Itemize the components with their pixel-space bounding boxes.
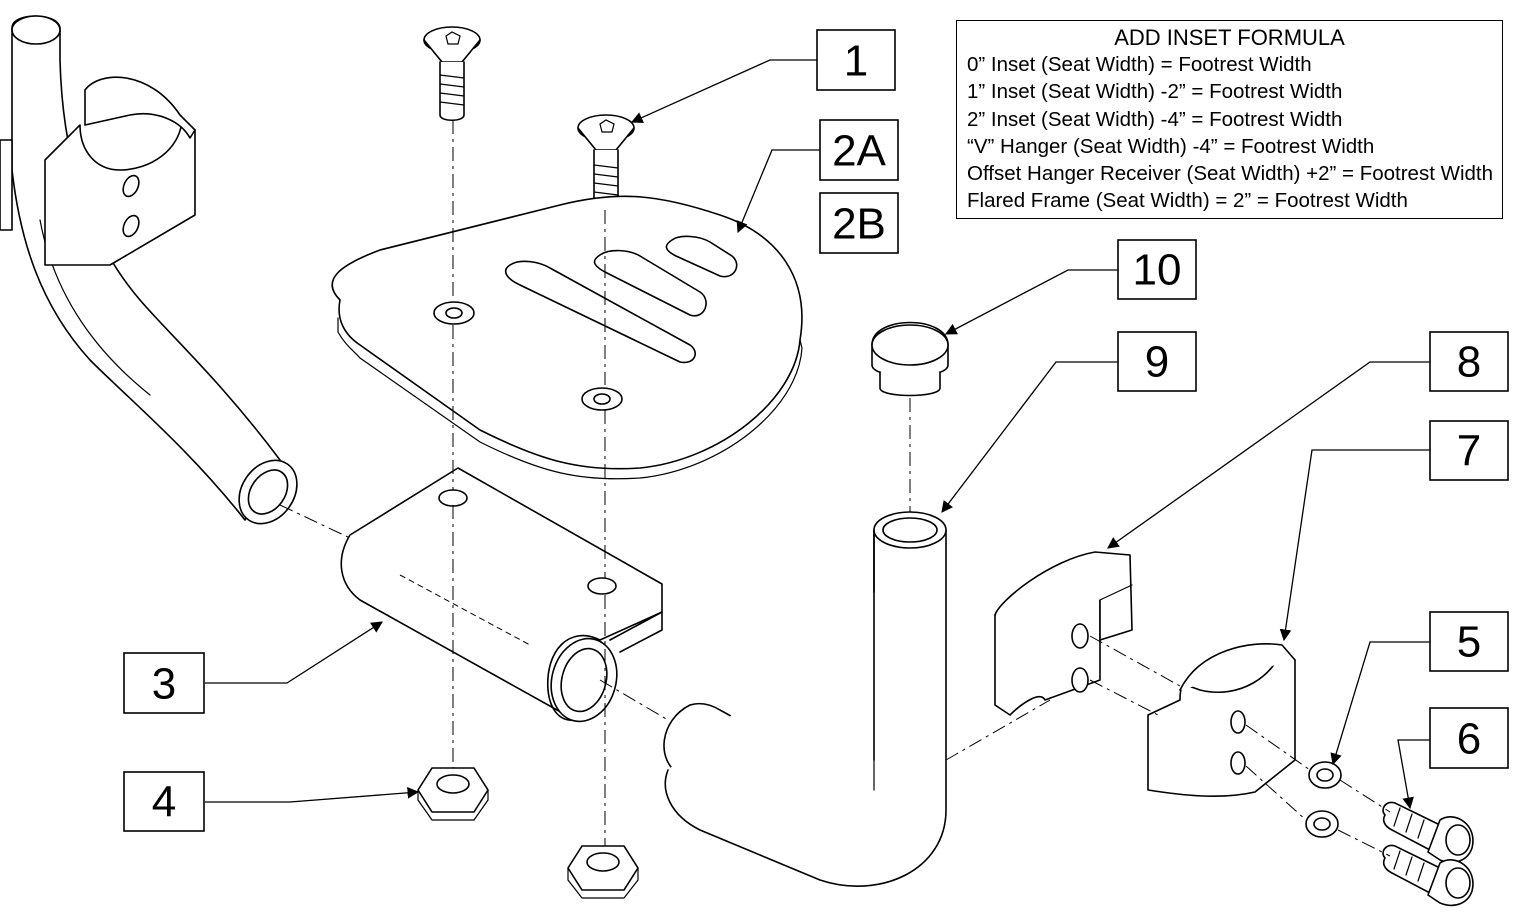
callout-6: 6	[1429, 707, 1509, 769]
flat-head-screw-left	[423, 26, 481, 122]
callout-1: 1	[816, 29, 896, 91]
callout-3: 3	[123, 652, 205, 714]
callout-3-label: 3	[152, 660, 176, 709]
callout-9: 9	[1117, 331, 1197, 392]
washer-lower	[1305, 810, 1339, 838]
callout-2b-label: 2B	[832, 200, 886, 249]
left-hanger-tube	[11, 15, 298, 525]
clamp-half-right	[1147, 643, 1296, 797]
callout-8: 8	[1429, 331, 1509, 392]
callout-10-label: 10	[1133, 246, 1182, 295]
callout-7: 7	[1429, 420, 1509, 481]
hex-nut-upper	[417, 767, 489, 821]
formula-line-1-inset: 1” Inset (Seat Width) -2” = Footrest Wid…	[967, 80, 1343, 104]
callout-2a-label: 2A	[832, 127, 886, 176]
footrest-bracket	[340, 467, 663, 723]
tube-cap	[871, 321, 949, 397]
callout-8-label: 8	[1457, 338, 1481, 387]
formula-line-flared-frame: Flared Frame (Seat Width) = 2” = Footres…	[967, 189, 1408, 213]
assembly-center-lines	[279, 120, 1391, 857]
formula-line-v-hanger: “V” Hanger (Seat Width) -4” = Footrest W…	[967, 134, 1375, 158]
callout-9-label: 9	[1145, 338, 1169, 387]
flat-head-screw-right	[577, 114, 635, 212]
callout-1-label: 1	[844, 37, 868, 86]
callout-4: 4	[123, 771, 205, 832]
callout-leaders	[205, 59, 1430, 810]
callout-5-label: 5	[1457, 618, 1481, 667]
footplate	[331, 195, 803, 480]
callout-7-label: 7	[1457, 427, 1481, 476]
washer-upper	[1308, 761, 1342, 789]
callout-2b: 2B	[819, 192, 899, 254]
callout-5: 5	[1429, 611, 1509, 672]
hex-nut-lower	[567, 845, 639, 899]
callout-6-label: 6	[1457, 715, 1481, 764]
clamp-half-left	[994, 551, 1133, 716]
inset-formula-title: ADD INSET FORMULA	[1114, 25, 1345, 50]
callout-2a: 2A	[819, 119, 899, 181]
callout-4-label: 4	[152, 778, 176, 827]
callout-10: 10	[1117, 239, 1197, 300]
right-hanger-tube	[663, 511, 947, 887]
formula-line-offset-hanger: Offset Hanger Receiver (Seat Width) +2” …	[967, 162, 1493, 186]
left-hanger-clamp	[0, 76, 196, 266]
formula-line-0-inset: 0” Inset (Seat Width) = Footrest Width	[967, 53, 1312, 76]
formula-line-2-inset: 2” Inset (Seat Width) -4” = Footrest Wid…	[967, 107, 1343, 131]
socket-bolt-lower	[1382, 844, 1474, 907]
inset-formula-box: ADD INSET FORMULA 0” Inset (Seat Width) …	[956, 20, 1503, 219]
